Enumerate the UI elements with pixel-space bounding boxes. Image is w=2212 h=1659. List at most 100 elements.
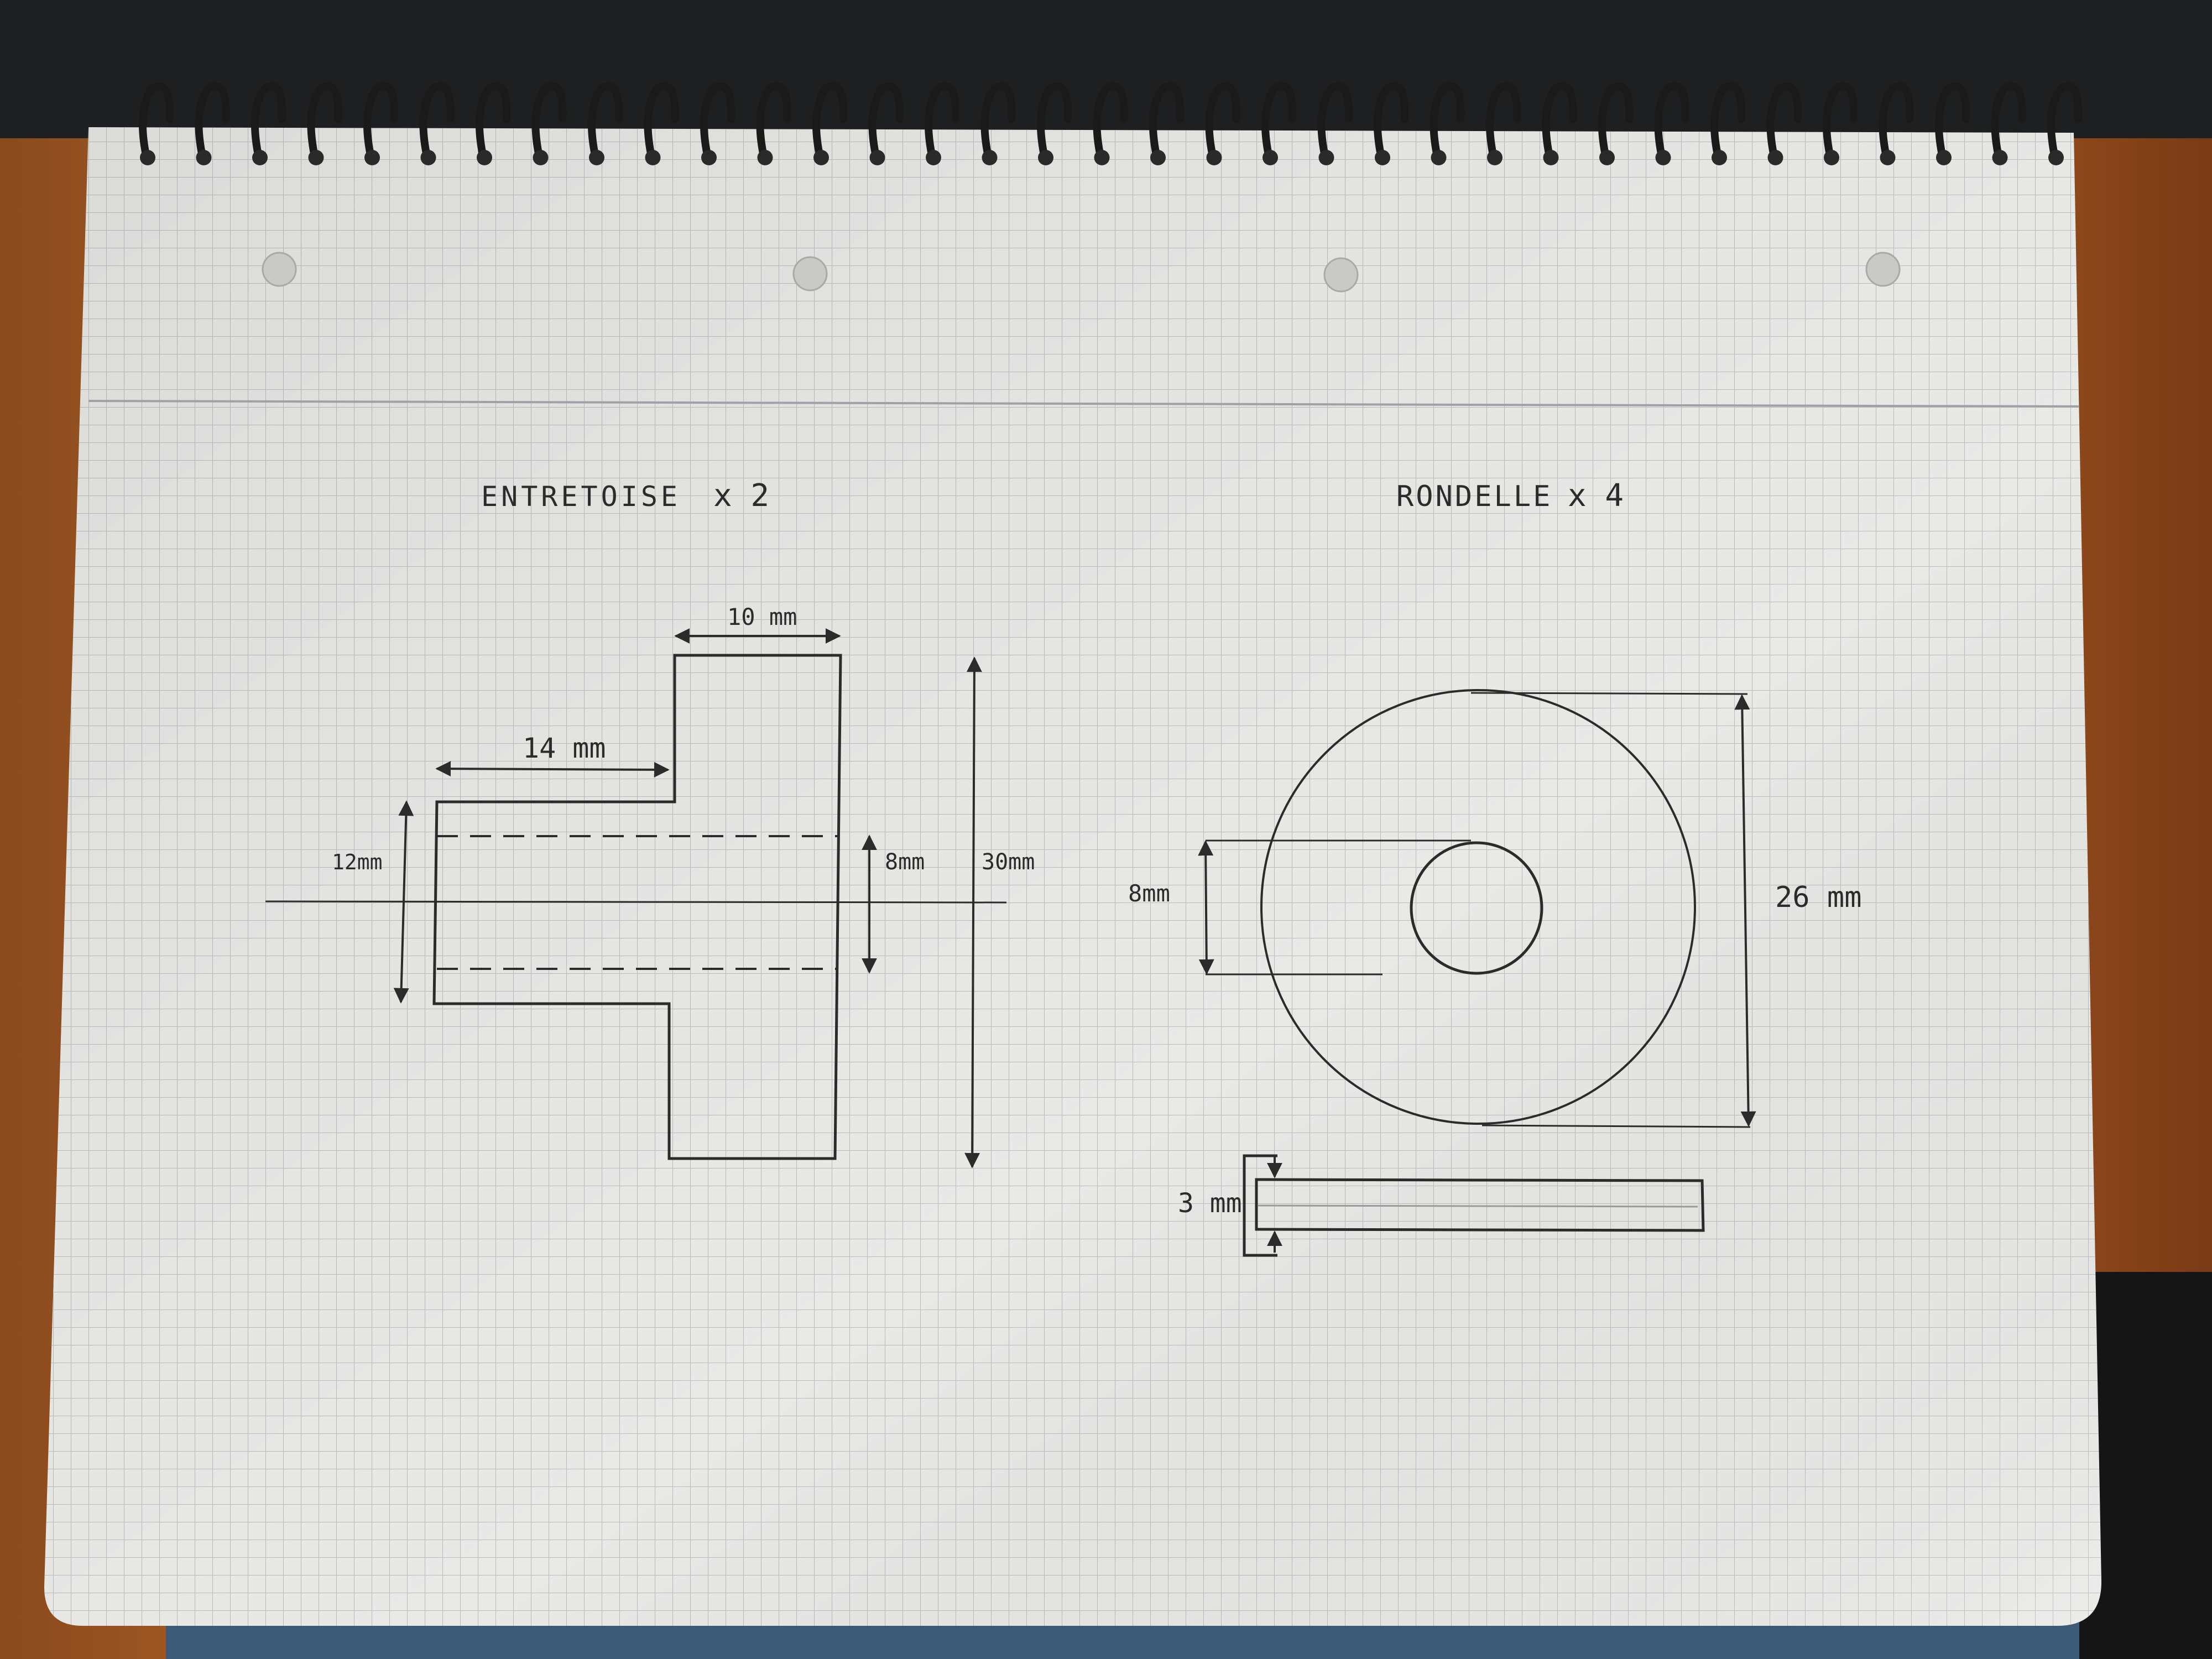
page-shading: [44, 127, 2101, 1626]
spiral-hole: [1431, 150, 1447, 165]
spacer-outline: [432, 654, 842, 1160]
spiral-ring: [251, 82, 286, 161]
spiral-hole: [645, 150, 661, 165]
washer-title: RONDELLE: [1396, 480, 1552, 513]
spiral-ring: [1205, 82, 1240, 161]
dim-arrow-washer-outer: [1734, 694, 1756, 1127]
dim-arrow-left-length: [435, 761, 670, 778]
spiral-binding: [138, 82, 2083, 165]
spiral-hole: [1824, 150, 1839, 165]
extension-line-outer-top: [1470, 692, 1748, 695]
spiral-ring: [1934, 82, 1970, 161]
spacer-title: ENTRETOISE: [481, 481, 681, 513]
dim-arrow-washer-bore: [1198, 840, 1214, 975]
spiral-ring: [1654, 82, 1689, 161]
spacer-dim-bore: 8mm: [885, 849, 925, 875]
spiral-hole: [757, 150, 773, 165]
spiral-hole: [813, 150, 829, 165]
washer-dim-thickness: 3 mm: [1178, 1188, 1242, 1219]
washer-inner-circle: [1410, 841, 1543, 975]
spiral-ring: [419, 82, 455, 161]
spiral-ring: [307, 82, 342, 161]
spiral-hole: [308, 150, 324, 165]
spiral-hole: [533, 150, 549, 165]
spiral-hole: [1206, 150, 1222, 165]
spiral-hole: [252, 150, 268, 165]
center-axis: [265, 900, 1007, 904]
spiral-ring: [1598, 82, 1634, 161]
spiral-ring: [812, 82, 848, 161]
spiral-hole: [420, 150, 436, 165]
washer-dim-outer-diameter: 26 mm: [1775, 881, 1862, 914]
spiral-ring: [531, 82, 567, 161]
spacer-dim-total-height: 30mm: [982, 849, 1035, 875]
spiral-hole: [1880, 150, 1896, 165]
spacer-drawing: [265, 628, 1007, 1168]
spiral-hole: [1936, 150, 1952, 165]
spiral-hole: [364, 150, 380, 165]
spiral-hole: [1375, 150, 1390, 165]
spiral-ring: [756, 82, 791, 161]
spacer-dim-stem-height: 12mm: [332, 850, 383, 874]
spiral-ring: [1093, 82, 1128, 161]
spiral-hole: [1599, 150, 1615, 165]
spiral-hole: [140, 150, 155, 165]
spiral-ring: [1710, 82, 1746, 161]
spiral-ring: [195, 82, 230, 161]
washer-outer-circle: [1260, 689, 1696, 1125]
spacer-quantity: x 2: [713, 478, 769, 514]
spiral-ring: [1485, 82, 1521, 161]
washer-quantity: x 4: [1568, 478, 1624, 514]
spiral-ring: [1542, 82, 1577, 161]
spiral-hole: [1318, 150, 1334, 165]
spiral-ring: [1149, 82, 1185, 161]
spiral-ring: [1261, 82, 1297, 161]
spiral-ring: [475, 82, 511, 161]
spiral-ring: [1036, 82, 1072, 161]
spiral-hole: [196, 150, 212, 165]
spiral-ring: [644, 82, 679, 161]
washer-drawing: [1198, 689, 1756, 1257]
extension-line-outer-bottom: [1481, 1124, 1751, 1128]
washer-side-inner-line: [1258, 1204, 1698, 1208]
spiral-hole: [1992, 150, 2008, 165]
spiral-hole: [1487, 150, 1503, 165]
spiral-ring: [1822, 82, 1858, 161]
spiral-ring: [587, 82, 623, 161]
spiral-hole: [1262, 150, 1278, 165]
spiral-ring: [1317, 82, 1353, 161]
spiral-ring: [1991, 82, 2026, 161]
spiral-hole: [982, 150, 998, 165]
spiral-hole: [869, 150, 885, 165]
punch-hole: [262, 252, 297, 287]
spiral-ring: [138, 82, 174, 161]
spiral-ring: [363, 82, 399, 161]
spiral-hole: [701, 150, 717, 165]
dim-bracket-thickness: [1243, 1154, 1277, 1257]
spiral-hole: [1038, 150, 1053, 165]
spacer-dim-left-length: 14 mm: [523, 732, 606, 764]
perforation-line: [88, 400, 2080, 408]
washer-side-view: [1255, 1178, 1705, 1232]
punch-hole: [1865, 252, 1901, 287]
spiral-ring: [1879, 82, 1914, 161]
spiral-hole: [477, 150, 492, 165]
spiral-hole: [926, 150, 941, 165]
spiral-ring: [924, 82, 960, 161]
spacer-dim-top-width: 10 mm: [727, 603, 797, 630]
spiral-hole: [1150, 150, 1166, 165]
spiral-ring: [2047, 82, 2083, 161]
washer-dim-bore: 8mm: [1128, 880, 1170, 907]
spiral-hole: [1655, 150, 1671, 165]
desk-bottom: [166, 1620, 2212, 1659]
punch-holes: [262, 252, 1901, 293]
spiral-ring: [1766, 82, 1802, 161]
dim-arrow-stem-height: [393, 800, 414, 1004]
spiral-ring: [980, 82, 1016, 161]
spiral-hole: [1712, 150, 1727, 165]
punch-hole: [1323, 257, 1359, 293]
spiral-ring: [1373, 82, 1409, 161]
spiral-hole: [1543, 150, 1559, 165]
spiral-hole: [2048, 150, 2064, 165]
